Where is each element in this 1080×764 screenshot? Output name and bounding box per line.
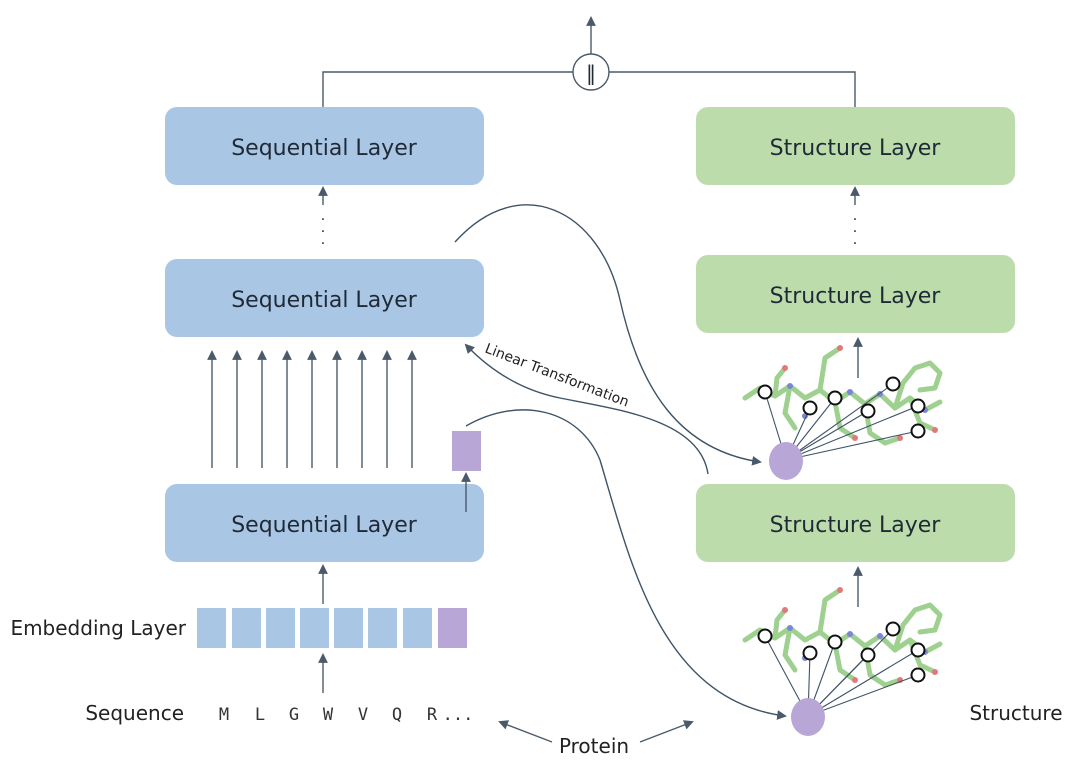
structure-layer-bottom: Structure Layer: [696, 484, 1015, 562]
structure-label: Structure: [969, 701, 1062, 725]
sequence-token: W: [323, 705, 334, 725]
linear-transformation-curve: [464, 343, 709, 475]
molecule-graph-upper: [745, 345, 940, 480]
structure-layer-top-label: Structure Layer: [770, 136, 942, 161]
concat-symbol: ‖: [586, 61, 596, 85]
dot-1: ·: [853, 212, 857, 228]
structure-layer-middle-label: Structure Layer: [770, 284, 942, 309]
sequence-token: R: [427, 705, 438, 725]
sequential-layer-bottom-label: Sequential Layer: [231, 513, 418, 538]
concat-node: ‖: [572, 53, 610, 91]
dot-1: ·: [321, 212, 325, 228]
sequential-layer-top: Sequential Layer: [165, 107, 484, 185]
sequence-token: Q: [392, 705, 402, 725]
structure-layer-middle: Structure Layer: [696, 255, 1015, 333]
sequence-token: V: [358, 705, 368, 725]
sequence-to-graph-curve-lower: [465, 409, 787, 720]
embedding-layer-label: Embedding Layer: [10, 616, 186, 640]
linear-transformation-label: Linear Transformation: [483, 341, 632, 411]
structure-continuation: · · ·: [850, 186, 860, 252]
graph-virtual-node: [769, 442, 803, 480]
sequence-token: L: [255, 705, 265, 725]
protein-label: Protein: [559, 734, 629, 758]
graph-virtual-node: [791, 698, 825, 736]
structure-layer-bottom-label: Structure Layer: [770, 513, 942, 538]
sequential-layer-bottom: Sequential Layer: [165, 484, 484, 562]
sequence-token: G: [289, 705, 299, 725]
sequence-label: Sequence: [85, 701, 184, 725]
sequence-token: ...: [443, 705, 474, 725]
dot-3: ·: [853, 236, 857, 252]
sequential-continuation: · · ·: [318, 186, 328, 252]
dot-3: ·: [321, 236, 325, 252]
embedding-layer: [197, 608, 467, 648]
molecule-graph-lower: [745, 587, 940, 736]
token-arrows: [207, 350, 417, 468]
sequential-layer-top-label: Sequential Layer: [231, 136, 418, 161]
dot-2: ·: [321, 224, 325, 240]
structure-layer-top: Structure Layer: [696, 107, 1015, 185]
sequence-tokens: M L G W V Q R ...: [219, 705, 473, 725]
concat-lines: [322, 16, 856, 108]
sequential-layer-middle-label: Sequential Layer: [231, 288, 418, 313]
sequential-layer-middle: Sequential Layer: [165, 259, 484, 337]
dot-2: ·: [853, 224, 857, 240]
sequence-token: M: [219, 705, 229, 725]
protein-group: Protein: [498, 720, 694, 758]
sequence-to-graph-curve-upper: [454, 204, 762, 466]
special-token-output: [452, 431, 481, 512]
